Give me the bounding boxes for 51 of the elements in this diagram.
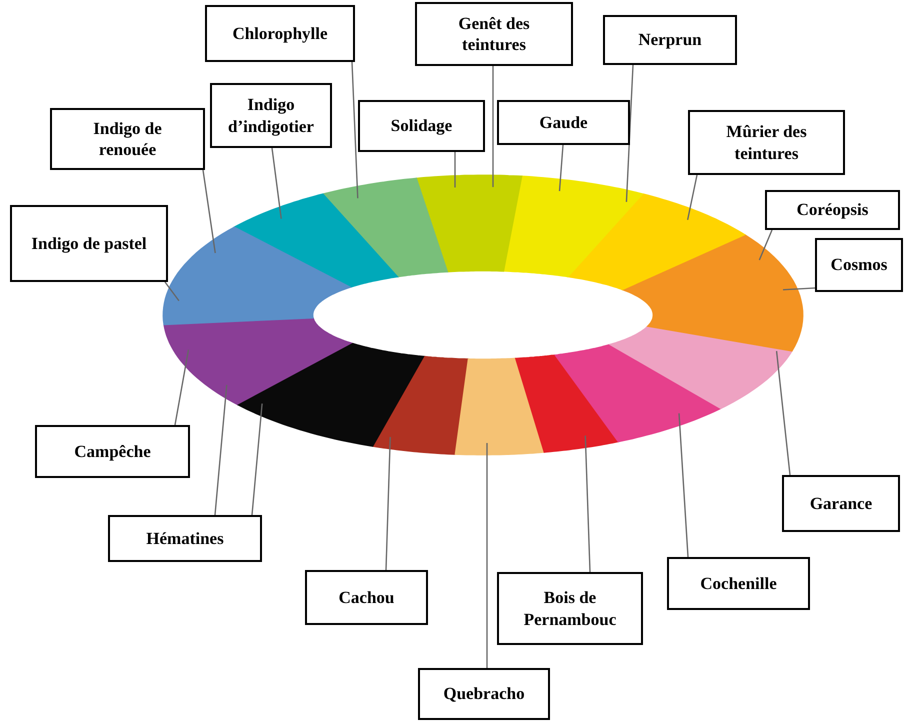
ring-segment (554, 344, 722, 442)
ring-segment (416, 174, 522, 272)
leader-line (492, 66, 494, 188)
leader-line (351, 62, 358, 198)
label-box: Gaude (497, 100, 630, 145)
leader-line (782, 287, 816, 290)
ring-segment (454, 358, 545, 456)
label-box: Indigo de renouée (50, 108, 205, 170)
ring-segment (162, 226, 352, 326)
leader-line (678, 413, 689, 558)
leader-line (626, 64, 634, 202)
label-box: Quebracho (418, 668, 550, 720)
label-box: Chlorophylle (205, 5, 355, 62)
leader-line (385, 436, 391, 570)
leader-line (558, 144, 564, 192)
leader-line (758, 230, 773, 260)
ring-segment (608, 326, 793, 410)
ring-segment (322, 178, 448, 278)
label-box: Mûrier des teintures (688, 110, 845, 175)
leader-line (454, 152, 456, 188)
leader-line (174, 350, 190, 426)
leader-line (486, 443, 488, 668)
label-box: Cosmos (815, 238, 903, 292)
label-box: Hématines (108, 515, 262, 562)
ring-segment (372, 356, 469, 455)
label-box: Cochenille (667, 557, 810, 610)
leader-line (251, 404, 263, 516)
ring-segment (621, 234, 804, 352)
ring-segment (237, 342, 426, 448)
label-box: Coréopsis (765, 190, 900, 230)
ring-segment (514, 354, 619, 453)
label-box: Garance (782, 475, 900, 532)
leader-line (776, 351, 791, 476)
ring-segment (567, 193, 746, 290)
ring-segment (163, 318, 354, 406)
label-box: Indigo de pastel (10, 205, 168, 282)
label-box: Cachou (305, 570, 428, 625)
label-box: Genêt des teintures (415, 2, 573, 66)
leader-line (164, 282, 180, 302)
leader-line (584, 436, 591, 572)
leader-line (271, 148, 282, 219)
label-box: Nerprun (603, 15, 737, 65)
label-box: Bois de Pernambouc (497, 572, 643, 645)
label-box: Campêche (35, 425, 190, 478)
label-box: Solidage (358, 100, 485, 152)
leader-line (202, 170, 216, 254)
ring-segment (503, 176, 644, 278)
leader-line (687, 174, 698, 220)
label-box: Indigo d’indigotier (210, 83, 332, 148)
ring-segment (233, 193, 399, 288)
leader-line (214, 384, 228, 516)
